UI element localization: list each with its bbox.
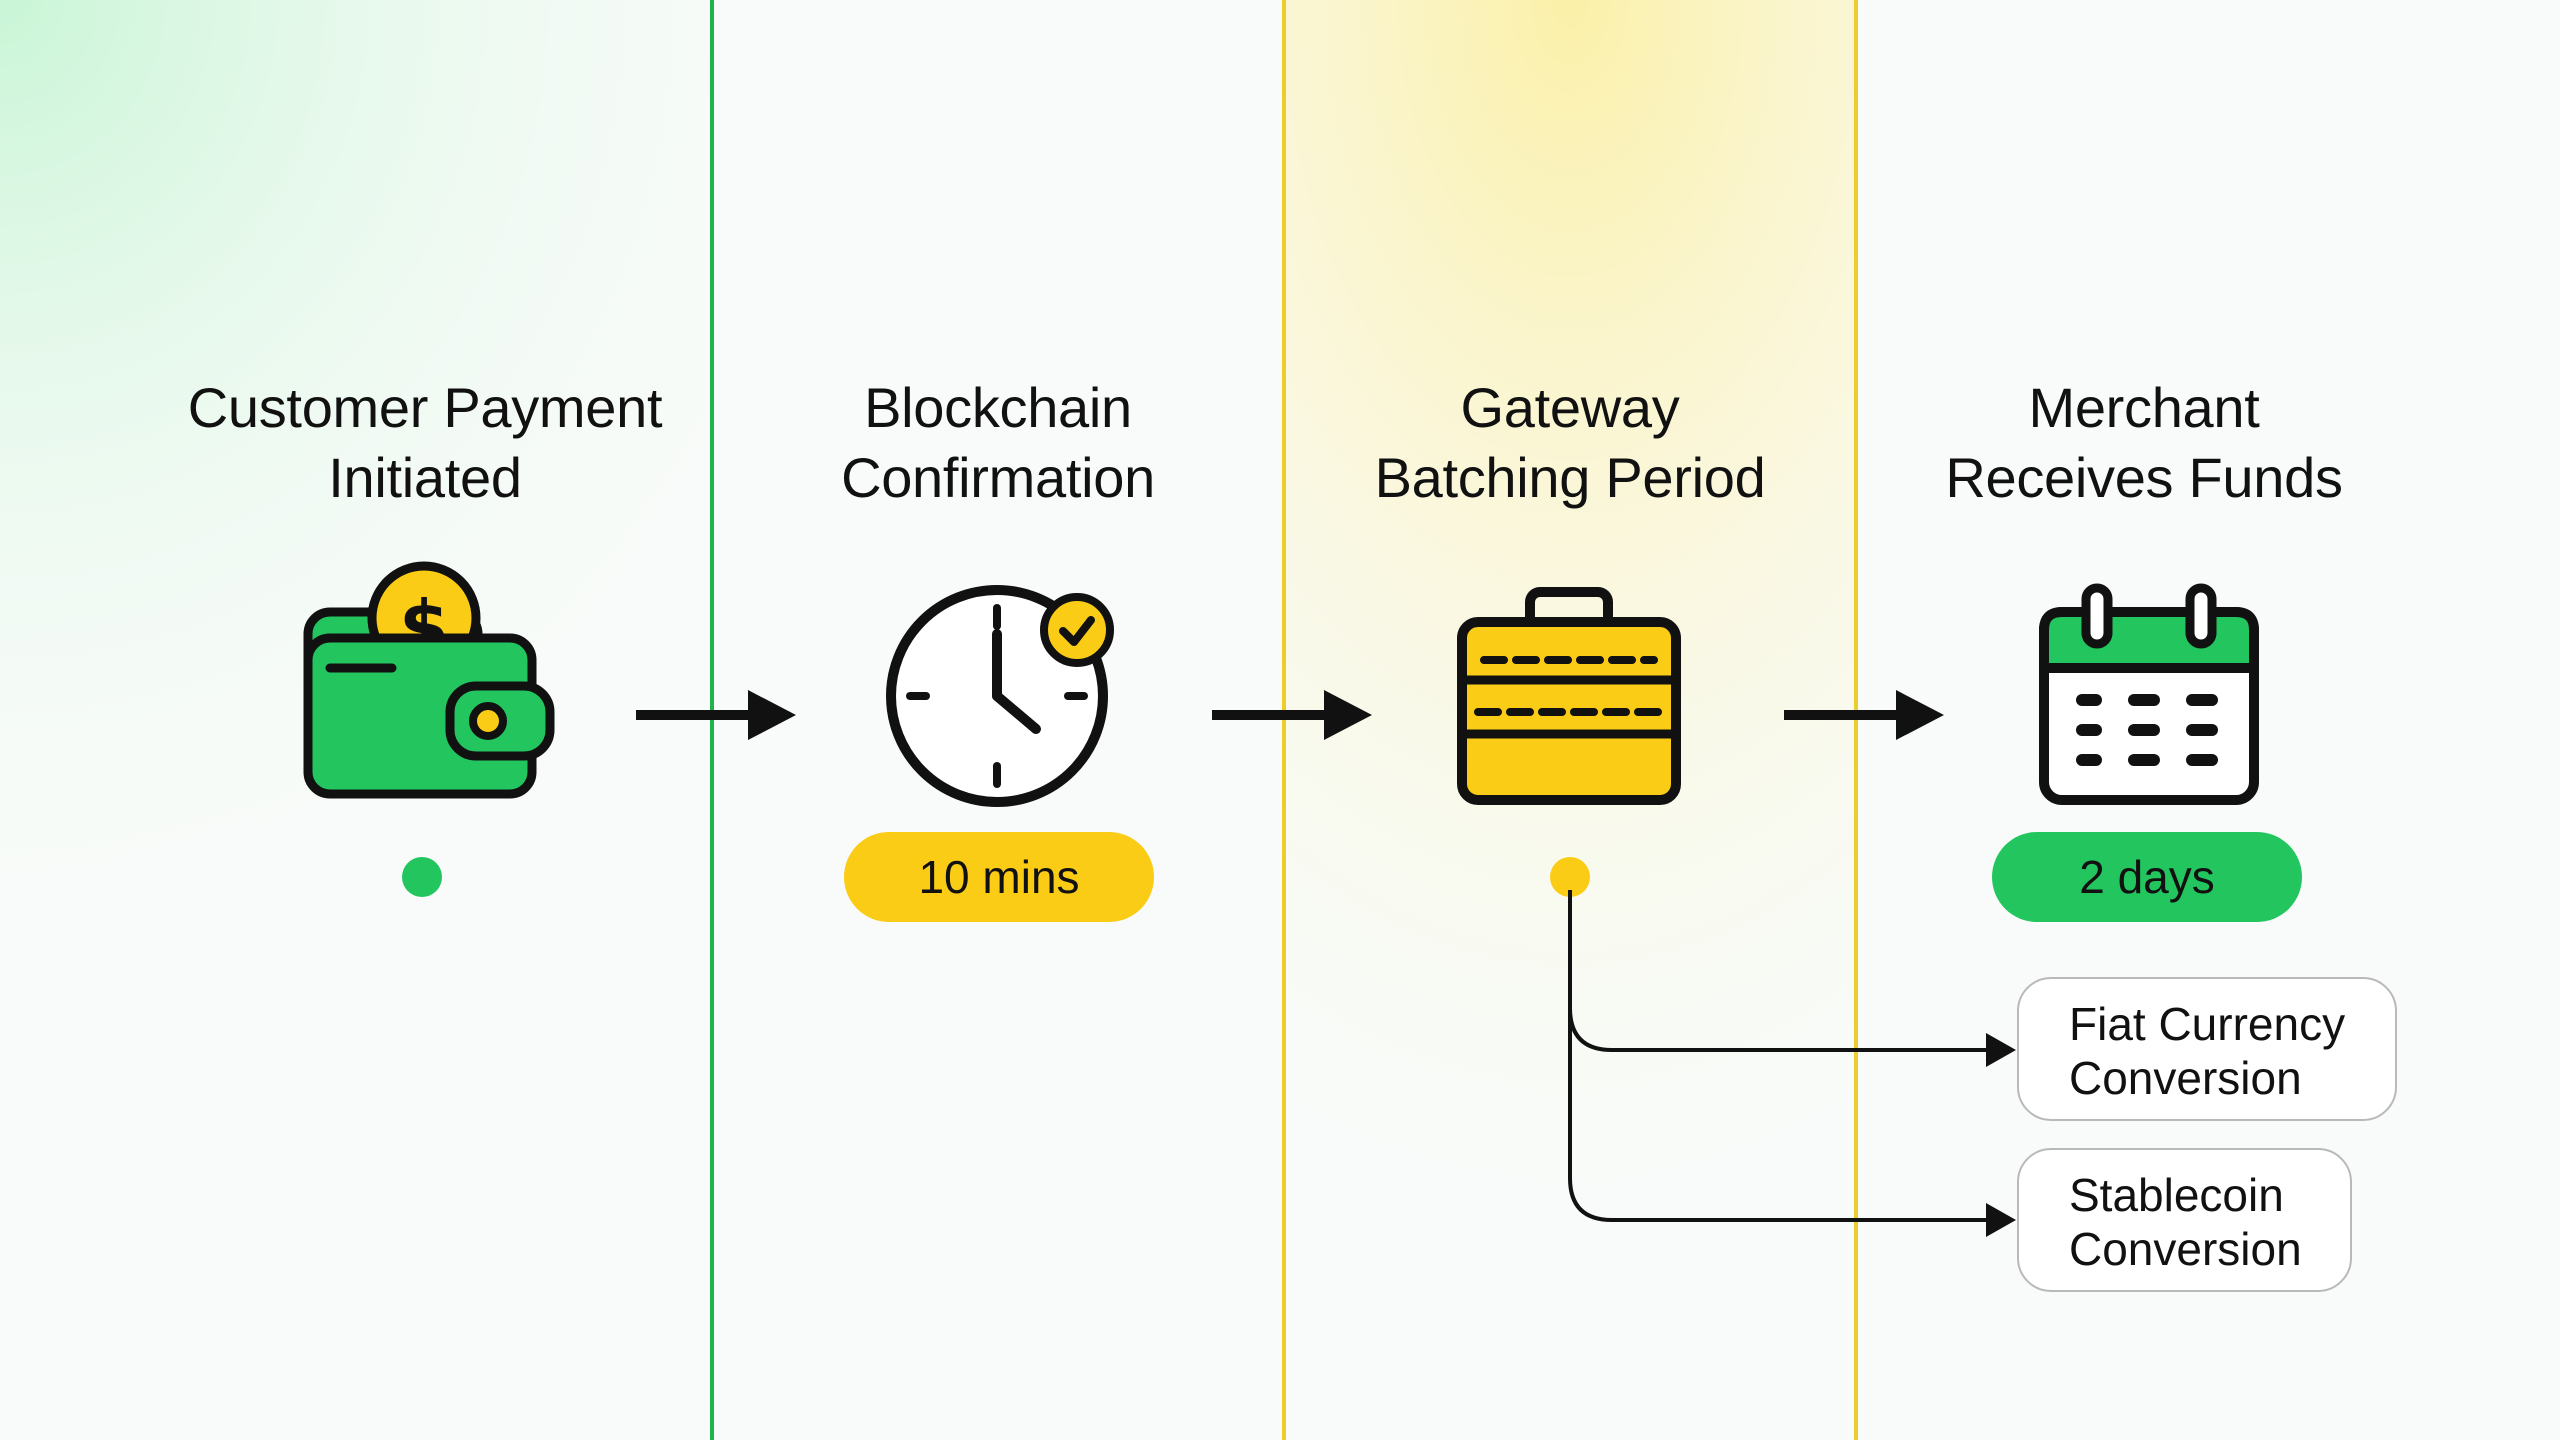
stage-title-gateway-batching: Gateway Batching Period: [1374, 376, 1766, 509]
duration-badge: 2 days: [1992, 832, 2302, 922]
wallet-icon: $: [303, 561, 555, 799]
briefcase-batch-icon: [1457, 587, 1681, 805]
branch-connector: [1568, 890, 2016, 1237]
arrowhead: [1986, 1203, 2016, 1237]
calendar-icon: [2039, 583, 2259, 805]
stage-title-customer-payment: Customer Payment Initiated: [187, 376, 663, 509]
branch-box-fiat-conversion: Fiat Currency Conversion: [2017, 977, 2397, 1121]
stage-title-blockchain-confirmation: Blockchain Confirmation: [841, 376, 1155, 509]
branch-box-stablecoin-conversion: Stablecoin Conversion: [2017, 1148, 2352, 1292]
stage-title-merchant-receives: Merchant Receives Funds: [1945, 376, 2343, 509]
duration-badge: 10 mins: [844, 832, 1154, 922]
flow-arrow: [1212, 690, 1372, 740]
arrowhead: [1986, 1033, 2016, 1067]
status-dot: [402, 857, 442, 897]
flow-arrow: [636, 690, 796, 740]
flow-arrow: [1784, 690, 1944, 740]
clock-check-icon: [886, 585, 1114, 807]
check-badge-icon: [1040, 593, 1114, 667]
